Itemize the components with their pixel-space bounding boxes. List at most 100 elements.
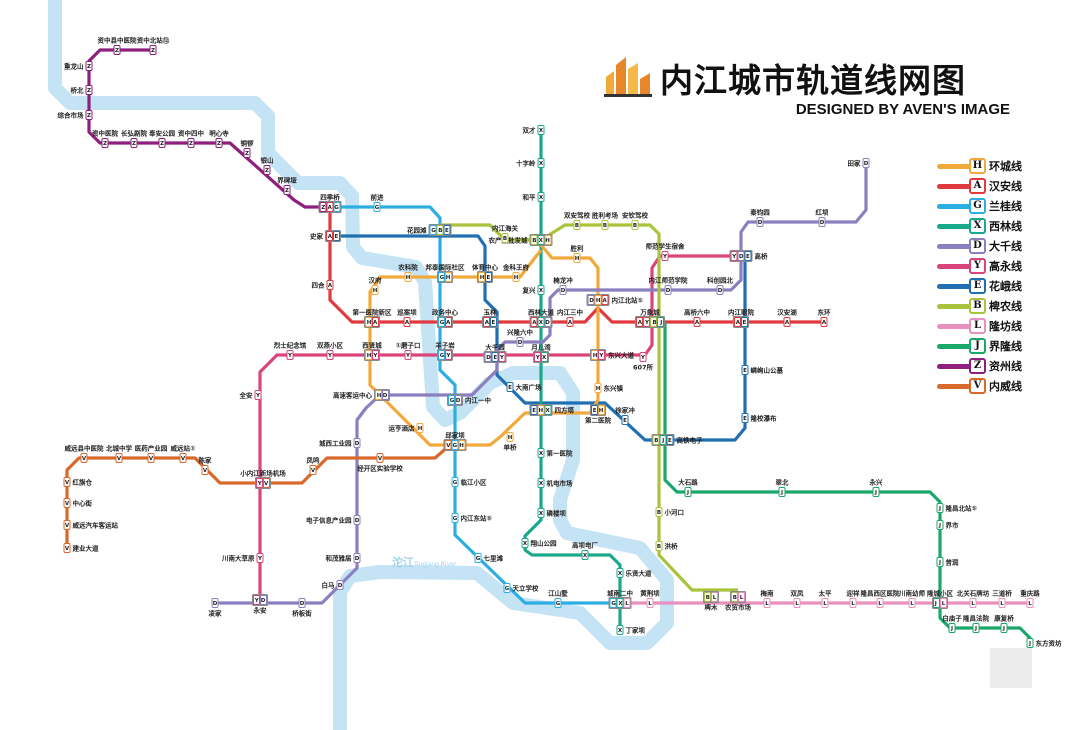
- station[interactable]: G前进: [371, 193, 385, 212]
- station[interactable]: Z铜锣: [241, 139, 255, 158]
- station[interactable]: X和平: [522, 192, 545, 202]
- station[interactable]: L太平: [818, 589, 833, 608]
- station[interactable]: H单桥: [504, 432, 518, 452]
- station[interactable]: D田家: [848, 158, 870, 168]
- station[interactable]: Z银山: [261, 156, 274, 175]
- station[interactable]: Y全安: [239, 390, 262, 400]
- station[interactable]: L双凤: [791, 589, 805, 608]
- station[interactable]: D红坝: [816, 208, 830, 227]
- station[interactable]: A四合: [312, 280, 334, 290]
- station[interactable]: Z桥北: [71, 85, 93, 95]
- station[interactable]: J永兴: [869, 478, 884, 497]
- station[interactable]: BXH农产品批发城: [488, 234, 553, 246]
- station[interactable]: V凤鸣: [307, 456, 321, 475]
- station[interactable]: J翠北: [776, 478, 790, 497]
- station[interactable]: D白马: [322, 580, 344, 590]
- station[interactable]: D凌家: [209, 598, 223, 618]
- station[interactable]: X复兴: [522, 285, 545, 295]
